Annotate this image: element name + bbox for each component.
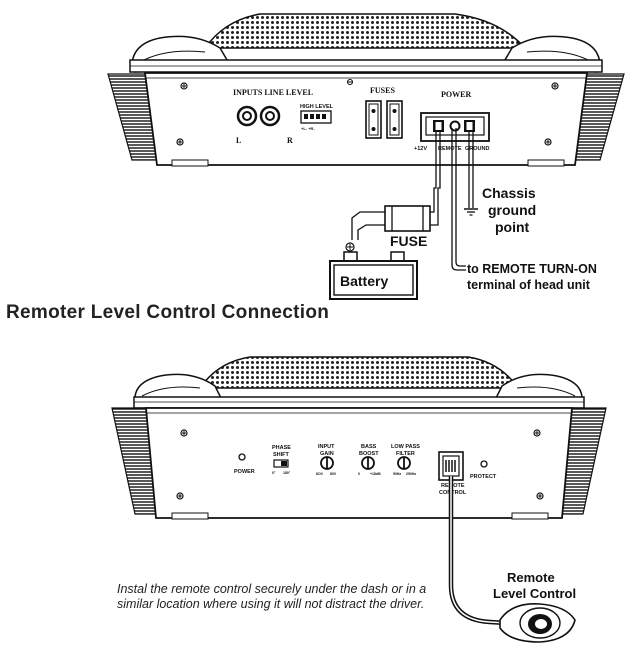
gain-min: 8OV xyxy=(316,472,324,476)
rca-jack-right[interactable] xyxy=(259,105,281,127)
screw-icon xyxy=(544,138,552,146)
phase-shift-label-2: SHIFT xyxy=(273,452,290,458)
input-gain-label-1: INPUT xyxy=(318,444,335,450)
section-heading: Remoter Level Control Connection xyxy=(6,302,330,323)
terminal-12v-label: +12V xyxy=(414,146,427,152)
remote-turn-on-label-1: to REMOTE TURN-ON xyxy=(467,262,597,276)
bass-max: +18dB xyxy=(370,472,381,476)
screw-icon xyxy=(176,138,184,146)
screw-icon xyxy=(180,429,188,437)
phase-min: 0° xyxy=(272,471,276,475)
fuse-slot-2[interactable] xyxy=(386,100,403,139)
terminal-remote-label: REMOTE xyxy=(438,146,462,152)
heatsink-grille xyxy=(203,13,527,49)
protect-led-label: PROTECT xyxy=(470,474,497,480)
battery-label: Battery xyxy=(340,273,388,289)
high-level-pins: +L- +R- xyxy=(301,126,315,131)
phase-shift-label-1: PHASE xyxy=(272,445,291,451)
inputs-label: INPUTS LINE LEVEL xyxy=(233,88,313,97)
chassis-label-1: Chassis xyxy=(482,185,536,201)
inline-fuse-holder xyxy=(384,205,431,232)
gain-max: 80V xyxy=(330,472,337,476)
phase-shift-switch[interactable] xyxy=(273,459,289,468)
amplifier-top: INPUTS LINE LEVEL L R HIGH LEVEL +L- +R-… xyxy=(107,13,625,167)
phase-max: 180° xyxy=(283,471,291,475)
low-pass-knob[interactable] xyxy=(397,456,411,470)
ground-wire xyxy=(464,132,478,216)
left-channel-label: L xyxy=(236,136,241,145)
terminal-remote[interactable] xyxy=(449,120,461,132)
remote-level-label-2: Level Control xyxy=(493,586,576,601)
right-channel-label: R xyxy=(287,136,293,145)
instruction-text: Instal the remote control securely under… xyxy=(117,582,427,611)
fuses-label: FUSES xyxy=(370,86,395,95)
fuse-slot-1[interactable] xyxy=(365,100,382,139)
bass-boost-label-2: BOOST xyxy=(359,451,379,457)
chassis-label-3: point xyxy=(495,219,530,235)
low-pass-label-2: FILTER xyxy=(396,451,415,457)
bass-boost-knob[interactable] xyxy=(361,456,375,470)
remote-level-label-1: Remote xyxy=(507,570,555,585)
fuse-label: FUSE xyxy=(390,233,427,249)
screw-icon xyxy=(536,492,544,500)
amplifier-bottom: POWER PHASE SHIFT 0° 180° INPUT GAIN 8OV… xyxy=(111,356,607,520)
power-led-icon xyxy=(238,453,246,461)
screw-icon xyxy=(176,492,184,500)
protect-led-icon xyxy=(480,460,488,468)
screw-icon xyxy=(533,429,541,437)
remote-control-jack[interactable] xyxy=(438,451,464,481)
power-wire xyxy=(351,132,441,240)
lp-max: 250Hz xyxy=(406,472,416,476)
terminal-12v[interactable] xyxy=(433,120,444,132)
chassis-label-2: ground xyxy=(488,202,536,218)
front-panel-bottom xyxy=(145,407,573,519)
power-label: POWER xyxy=(441,90,471,99)
remote-wire xyxy=(451,128,466,271)
power-led-label: POWER xyxy=(234,469,255,475)
battery xyxy=(329,242,418,300)
heatsink-grille xyxy=(198,356,520,389)
input-gain-label-2: GAIN xyxy=(320,451,334,457)
rca-jack-left[interactable] xyxy=(236,105,258,127)
remote-cable xyxy=(448,476,507,626)
bass-boost-label-1: BASS xyxy=(361,444,377,450)
screw-icon xyxy=(346,78,354,86)
remote-level-control[interactable] xyxy=(499,603,576,643)
input-gain-knob[interactable] xyxy=(320,456,334,470)
bass-min: 0 xyxy=(358,472,360,476)
high-level-label: HIGH LEVEL xyxy=(300,104,334,110)
screw-icon xyxy=(180,82,188,90)
lp-min: 50Hz xyxy=(393,472,401,476)
remote-turn-on-label-2: terminal of head unit xyxy=(467,278,591,292)
terminal-ground[interactable] xyxy=(464,120,475,132)
low-pass-label-1: LOW PASS xyxy=(391,444,420,450)
terminal-ground-label: GROUND xyxy=(465,146,489,152)
screw-icon xyxy=(551,82,559,90)
